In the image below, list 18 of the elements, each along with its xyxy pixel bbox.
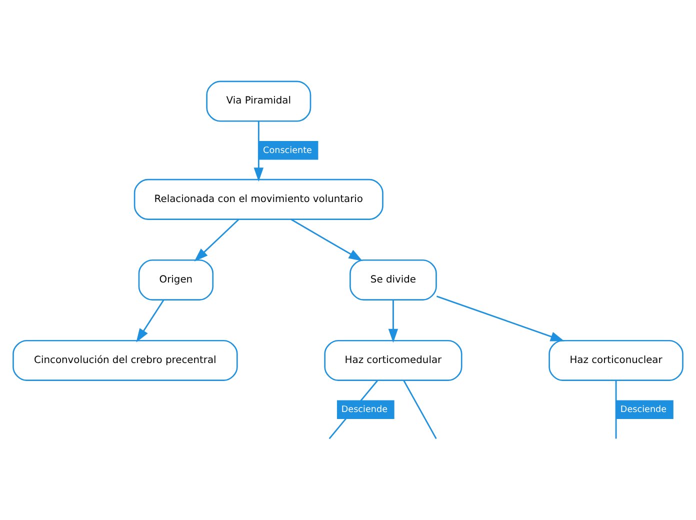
node-box: Via Piramidal	[206, 80, 312, 122]
arrow	[388, 300, 398, 342]
edge-label: Consciente	[263, 146, 312, 156]
connector	[615, 380, 617, 438]
node-box: Origen	[138, 258, 214, 300]
arrow	[136, 299, 164, 342]
arrow	[436, 295, 564, 341]
edge-label: Desciende	[341, 404, 388, 415]
node-box: Se divide	[350, 258, 437, 300]
edge-label: Desciende	[620, 404, 667, 415]
connector	[403, 380, 437, 439]
arrow	[290, 218, 363, 261]
node-box: Haz corticomedular	[324, 339, 462, 380]
arrow	[194, 218, 240, 262]
arrow	[254, 120, 264, 182]
node-box: Haz corticonuclear	[548, 339, 684, 380]
node-box: Relacionada con el movimiento voluntario	[134, 178, 384, 220]
node-box: Cinconvolución del crebro precentral	[12, 339, 238, 380]
